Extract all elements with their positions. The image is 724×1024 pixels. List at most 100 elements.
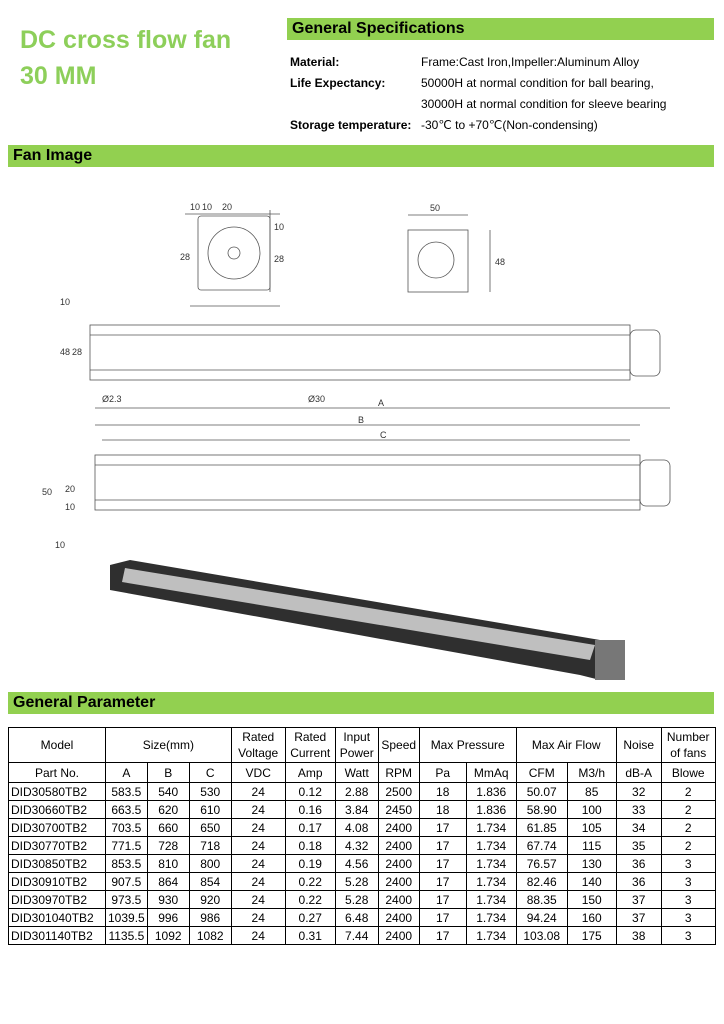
value-cell: 864 — [146, 872, 190, 891]
value-cell: 1039.5 — [105, 908, 148, 927]
unit-cell: dB-A — [615, 762, 662, 783]
value-cell: 5.28 — [334, 890, 379, 909]
dim-label: 28 — [72, 347, 82, 357]
unit-cell: Watt — [334, 762, 379, 783]
dim-label-b: B — [358, 415, 364, 425]
fan-drawing: 10 10 20 28 10 28 50 48 10 48 28 Ø2.3 Ø3… — [42, 202, 671, 680]
unit-cell: Part No. — [8, 762, 106, 783]
value-cell: 907.5 — [105, 872, 148, 891]
unit-cell: M3/h — [566, 762, 617, 783]
value-cell: 37 — [615, 890, 662, 909]
value-cell: 996 — [146, 908, 190, 927]
dim-label: 10 — [202, 202, 212, 212]
parameter-table: Model Size(mm) Rated Voltage Rated Curre… — [8, 727, 716, 945]
value-cell: 2400 — [377, 818, 420, 837]
value-cell: 986 — [188, 908, 232, 927]
value-cell: 2 — [660, 800, 716, 819]
value-cell: 2.88 — [334, 782, 379, 801]
dim-label: 48 — [60, 347, 70, 357]
part-number-cell: DID301140TB2 — [8, 926, 106, 945]
fan-photo — [110, 560, 625, 680]
value-cell: 36 — [615, 872, 662, 891]
value-cell: 800 — [188, 854, 232, 873]
value-cell: 930 — [146, 890, 190, 909]
value-cell: 160 — [566, 908, 617, 927]
value-cell: 973.5 — [105, 890, 148, 909]
value-cell: 1.734 — [465, 854, 517, 873]
dim-label: 10 — [55, 540, 65, 550]
value-cell: 3.84 — [334, 800, 379, 819]
value-cell: 2400 — [377, 908, 420, 927]
value-cell: 4.32 — [334, 836, 379, 855]
value-cell: 1.836 — [465, 782, 517, 801]
dim-label-c: C — [380, 430, 387, 440]
end-view-left — [185, 210, 280, 307]
value-cell: 853.5 — [105, 854, 148, 873]
dim-label: 10 — [190, 202, 200, 212]
value-cell: 540 — [146, 782, 190, 801]
value-cell: 2450 — [377, 800, 420, 819]
value-cell: 610 — [188, 800, 232, 819]
value-cell: 4.08 — [334, 818, 379, 837]
value-cell: 0.19 — [284, 854, 336, 873]
value-cell: 175 — [566, 926, 617, 945]
value-cell: 38 — [615, 926, 662, 945]
value-cell: 810 — [146, 854, 190, 873]
value-cell: 0.18 — [284, 836, 336, 855]
value-cell: 33 — [615, 800, 662, 819]
value-cell: 100 — [566, 800, 617, 819]
value-cell: 24 — [230, 854, 286, 873]
part-number-cell: DID30910TB2 — [8, 872, 106, 891]
value-cell: 58.90 — [515, 800, 568, 819]
value-cell: 17 — [418, 908, 467, 927]
value-cell: 1.734 — [465, 872, 517, 891]
value-cell: 24 — [230, 800, 286, 819]
value-cell: 0.16 — [284, 800, 336, 819]
value-cell: 85 — [566, 782, 617, 801]
value-cell: 1.734 — [465, 908, 517, 927]
value-cell: 2 — [660, 782, 716, 801]
dim-label: 28 — [274, 254, 284, 264]
value-cell: 18 — [418, 782, 467, 801]
value-cell: 1.836 — [465, 800, 517, 819]
value-cell: 2400 — [377, 854, 420, 873]
dim-label: 50 — [430, 203, 440, 213]
value-cell: 18 — [418, 800, 467, 819]
value-cell: 105 — [566, 818, 617, 837]
value-cell: 1.734 — [465, 836, 517, 855]
value-cell: 24 — [230, 890, 286, 909]
dim-label: 10 — [60, 297, 70, 307]
dim-label: 20 — [65, 484, 75, 494]
spec-heading: General Specifications — [287, 18, 714, 40]
dim-label: 50 — [42, 487, 52, 497]
value-cell: 1092 — [146, 926, 190, 945]
value-cell: 17 — [418, 854, 467, 873]
value-cell: 6.48 — [334, 908, 379, 927]
part-number-cell: DID30580TB2 — [8, 782, 106, 801]
value-cell: 24 — [230, 908, 286, 927]
value-cell: 1.734 — [465, 926, 517, 945]
value-cell: 0.27 — [284, 908, 336, 927]
value-cell: 34 — [615, 818, 662, 837]
value-cell: 718 — [188, 836, 232, 855]
value-cell: 0.22 — [284, 890, 336, 909]
dim-label-a: A — [378, 398, 384, 408]
unit-cell: VDC — [230, 762, 286, 783]
unit-cell: Blowe — [660, 762, 716, 783]
value-cell: 2400 — [377, 890, 420, 909]
unit-cell: B — [146, 762, 190, 783]
part-number-cell: DID30970TB2 — [8, 890, 106, 909]
value-cell: 3 — [660, 926, 716, 945]
value-cell: 1082 — [188, 926, 232, 945]
value-cell: 17 — [418, 872, 467, 891]
dim-label: 20 — [222, 202, 232, 212]
side-view-bottom — [94, 454, 671, 511]
value-cell: 2 — [660, 836, 716, 855]
value-cell: 771.5 — [105, 836, 148, 855]
unit-cell: CFM — [515, 762, 568, 783]
